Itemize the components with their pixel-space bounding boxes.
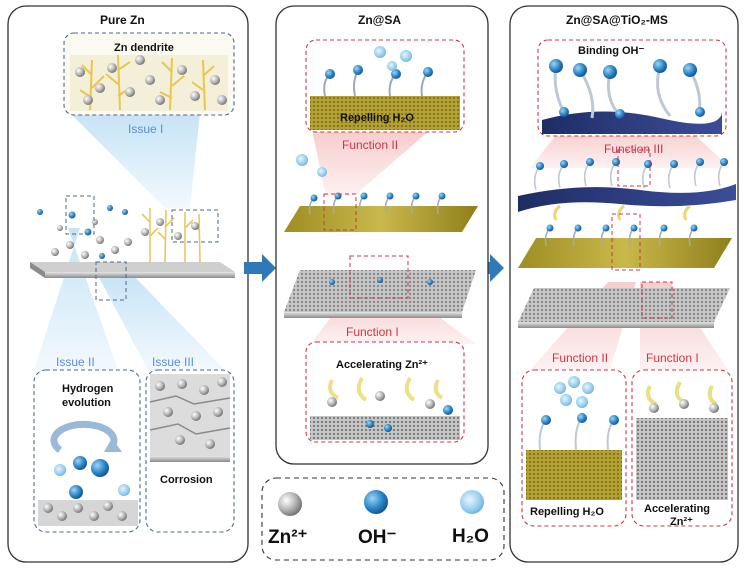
zn-sa-tio2-title: Zn@SA@TiO₂-MS	[566, 13, 668, 27]
pure-zn-plate-edge	[45, 272, 235, 278]
evolution-swirl	[50, 420, 118, 453]
legend-h2o-icon	[460, 490, 484, 514]
issue-iii-beam	[95, 270, 225, 370]
function-ii-label: Function II	[342, 138, 399, 152]
function-iii-beam	[530, 130, 730, 168]
issue-i-beam	[70, 113, 200, 208]
function-i-label: Function I	[346, 325, 399, 339]
accelerating-label-right-line1: Accelerating	[644, 503, 711, 515]
issue-i-label: Issue I	[128, 122, 164, 136]
function-i-label-right: Function I	[646, 351, 699, 365]
function-iii-label: Function III	[604, 142, 664, 156]
accelerating-label: Accelerating Zn²⁺	[336, 359, 428, 371]
binding-inset	[537, 39, 727, 137]
issue-ii-beam	[34, 228, 118, 370]
corrosion-zn-ions	[155, 377, 227, 449]
legend-zn-icon	[278, 492, 302, 516]
pure-zn-plate-top	[30, 262, 235, 272]
function-ii-marker	[323, 193, 357, 231]
legend-h2o-label: H₂O	[452, 526, 489, 547]
issue-iii-marker	[95, 261, 127, 301]
issue-ii-marker	[65, 195, 95, 235]
issue-iii-label: Issue III	[152, 355, 195, 369]
repelling-label: Repelling H₂O	[340, 112, 414, 124]
zn-sa-tio2-gold-plate	[518, 238, 732, 268]
tio2-layer	[518, 184, 736, 212]
repelling-label-right: Repelling H₂O	[530, 506, 604, 518]
legend-box	[261, 477, 505, 561]
function-ii-beam	[312, 130, 430, 196]
binding-label: Binding OH⁻	[578, 45, 645, 57]
accelerating-label-right-line2: Zn²⁺	[670, 516, 693, 528]
pure-zn-title: Pure Zn	[100, 13, 145, 27]
arrow-to-zn-sa	[244, 254, 276, 282]
zn-sa-gold-plate	[284, 206, 478, 232]
legend-zn-label: Zn²⁺	[268, 527, 308, 548]
zn-sa-title: Zn@SA	[358, 13, 402, 27]
function-iii-marker	[617, 149, 651, 187]
hydrogen-zn-ions	[43, 501, 127, 521]
function-ii-marker-right	[611, 213, 641, 271]
legend-oh-label: OH⁻	[358, 527, 397, 548]
function-i-marker	[349, 255, 409, 299]
issue-ii-label: Issue II	[56, 355, 95, 369]
plate-zn-ions	[51, 218, 199, 259]
function-i-marker-right	[641, 281, 673, 319]
repelling-inset-right	[521, 369, 627, 527]
legend-oh-icon	[364, 490, 388, 514]
hydrogen-evolution-inset	[33, 369, 141, 533]
dendrite-zn-ions	[75, 55, 227, 105]
hydrogen-label-line2: evolution	[62, 397, 111, 409]
zn-dendrite-label: Zn dendrite	[114, 42, 174, 54]
issue-i-marker	[171, 209, 219, 243]
hydrogen-label-line1: Hydrogen	[62, 383, 114, 395]
dendrite-branches	[79, 54, 215, 111]
function-ii-label-right: Function II	[552, 351, 609, 365]
corrosion-label: Corrosion	[160, 474, 213, 486]
